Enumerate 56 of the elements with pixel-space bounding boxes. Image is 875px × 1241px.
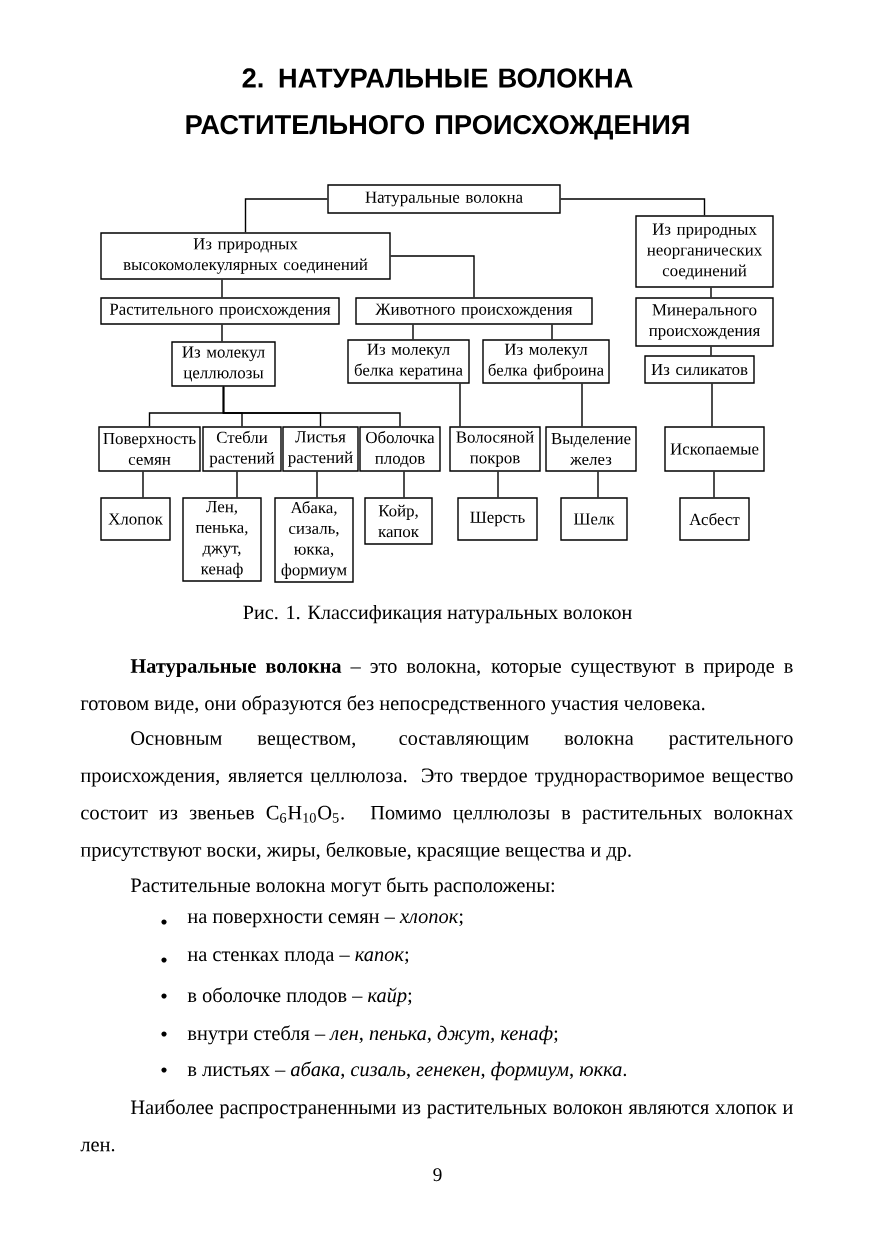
paragraph: в листьях – абака, сизаль, генекен, формиум, юкка. — [187, 1061, 627, 1081]
paragraph: Растительные волокна могут быть расположены: — [130, 877, 554, 897]
title: 2. НАТУРАЛЬНЫЕ ВОЛОКНА РАСТИТЕЛЬНОГО ПРОИСХОЖДЕНИЯ — [186, 68, 689, 140]
category-box: Шерсть — [457, 497, 538, 541]
category-box: Абака, сизаль, юкка, формиум — [274, 497, 354, 583]
connector-line — [221, 324, 223, 342]
category-box: Из молекул белка кератина — [347, 339, 470, 384]
paragraph: Натуральные волокна – это волокна, которые существуют в природе в готовом виде, они образуются без непосредственного участия человека. — [80, 659, 793, 715]
category-box: Лен, пенька, джут, кенаф — [182, 497, 262, 582]
connector-line — [390, 255, 475, 298]
connector-line — [551, 324, 553, 340]
caption: Рис. 1. Классификация натуральных волокон — [243, 605, 632, 624]
category-box: Из молекул целлюлозы — [171, 341, 276, 387]
connector-line — [711, 383, 713, 427]
connector-line — [581, 383, 583, 427]
paragraph: на стенках плода – капок; — [187, 951, 409, 965]
category-box: Ископаемые — [664, 426, 765, 472]
category-box: Оболочка плодов — [359, 426, 441, 472]
category-box: Листья растений — [282, 426, 359, 472]
connector-line — [222, 386, 401, 427]
category-box: Выделение желез — [545, 426, 637, 472]
paragraph: в оболочке плодов – кайр; — [187, 987, 412, 1007]
paragraph: внутри стебля – лен, пенька, джут, кенаф; — [187, 1025, 558, 1045]
category-box: Натуральные волокна — [327, 184, 561, 214]
connector-line — [244, 198, 328, 233]
category-box: Минерального происхождения — [635, 297, 774, 347]
category-box: Из молекул белка фиброина — [482, 339, 610, 384]
category-box: Из природных высокомолекулярных соединений — [100, 232, 391, 280]
connector-line — [713, 471, 715, 498]
paragraph: Основным веществом, составляющим волокна растительного происхождения, является целлюлоза. Это твердое труднорастворимое вещество состоит из звеньев C$_{6}$H$_{10}$O$_{5}$. Помимо целлюлозы в растительных волокнах присутствуют воски, жиры, белковые, красящие вещества и др. — [80, 731, 794, 862]
connector-line — [710, 287, 712, 298]
connector-line — [236, 471, 238, 498]
connector-line — [403, 471, 405, 498]
connector-line — [221, 279, 223, 298]
category-box: Из природных неорганических соединений — [635, 215, 774, 288]
category-box: Шелк — [560, 497, 628, 541]
category-box: Волосяной покров — [449, 426, 541, 472]
paragraph: на поверхности семян – хлопок; — [187, 913, 463, 928]
connector-line — [560, 198, 706, 216]
category-box: Асбест — [679, 497, 750, 541]
connector-line — [497, 471, 499, 498]
category-box: Хлопок — [100, 497, 171, 541]
category-box: Койр, капок — [364, 497, 433, 545]
connector-line — [710, 346, 712, 356]
connector-line — [459, 383, 461, 427]
category-box: Животного происхождения — [355, 297, 593, 325]
connector-line — [412, 324, 414, 340]
connector-line — [597, 471, 599, 498]
category-box: Поверхность семян — [98, 426, 201, 472]
connector-line — [316, 471, 318, 498]
paragraph: Наиболее распространенными из растительных волокон являются хлопок и лен. — [80, 1099, 793, 1152]
category-box: Стебли растений — [202, 426, 282, 472]
category-box: Из силикатов — [644, 355, 755, 384]
connector-line — [142, 471, 144, 498]
page-number: 9 — [433, 1168, 442, 1182]
category-box: Растительного происхождения — [100, 297, 340, 325]
